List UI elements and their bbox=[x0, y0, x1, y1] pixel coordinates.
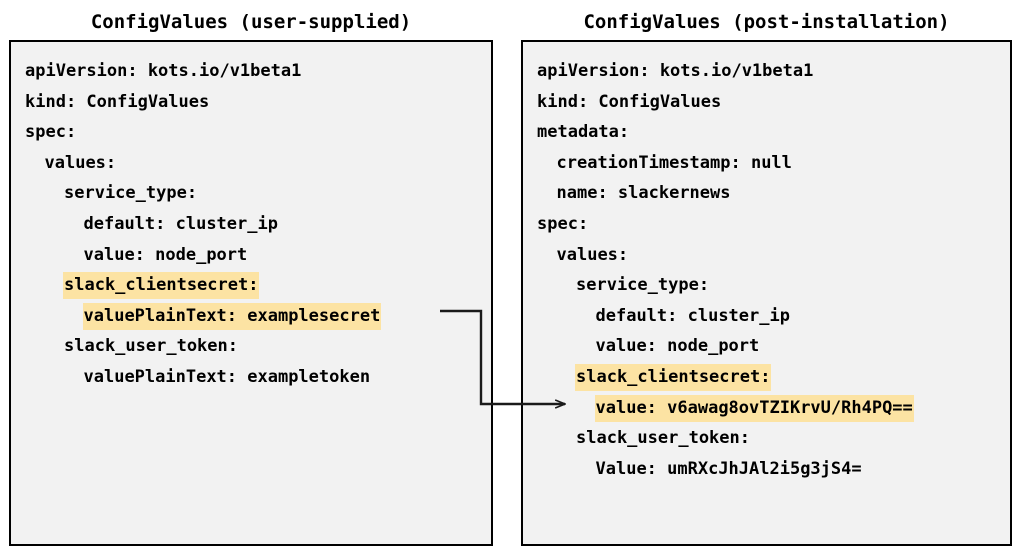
code-line: valuePlainText: examplesecret bbox=[11, 301, 491, 332]
code-line-text: values: bbox=[556, 244, 629, 265]
code-line-text: slack_clientsecret: bbox=[63, 272, 260, 300]
code-line: default: cluster_ip bbox=[11, 209, 491, 240]
panel-title-user-supplied: ConfigValues (user-supplied) bbox=[90, 11, 412, 33]
panel-title-post-installation: ConfigValues (post-installation) bbox=[583, 11, 950, 33]
config-values-post-installation-box: apiVersion: kots.io/v1beta1 kind: ConfigV… bbox=[521, 40, 1012, 546]
code-line: spec: bbox=[11, 117, 491, 148]
config-values-user-supplied-box: apiVersion: kots.io/v1beta1 kind: ConfigV… bbox=[9, 40, 493, 546]
code-line: slack_clientsecret: bbox=[523, 362, 1010, 393]
code-line-text: value: node_port bbox=[83, 244, 248, 265]
code-line: apiVersion: kots.io/v1beta1 bbox=[523, 56, 1010, 87]
code-line: value: v6awag8ovTZIKrvU/Rh4PQ== bbox=[523, 393, 1010, 424]
code-line: values: bbox=[11, 148, 491, 179]
code-line-text: spec: bbox=[537, 213, 589, 234]
code-line-text: value: node_port bbox=[595, 336, 760, 357]
code-line: kind: ConfigValues bbox=[523, 87, 1010, 118]
code-line-text: valuePlainText: examplesecret bbox=[82, 302, 382, 330]
code-line: values: bbox=[523, 240, 1010, 271]
code-line-text: name: slackernews bbox=[556, 183, 731, 204]
code-line-text: default: cluster_ip bbox=[595, 305, 790, 326]
code-line-text: service_type: bbox=[64, 183, 198, 204]
code-line: spec: bbox=[523, 209, 1010, 240]
code-line: apiVersion: kots.io/v1beta1 bbox=[11, 56, 491, 87]
code-line-text: Value: umRXcJhJAl2i5g3jS4= bbox=[595, 458, 862, 479]
code-line: default: cluster_ip bbox=[523, 301, 1010, 332]
code-line: value: node_port bbox=[11, 240, 491, 271]
code-line: Value: umRXcJhJAl2i5g3jS4= bbox=[523, 454, 1010, 485]
code-line-text: kind: ConfigValues bbox=[25, 91, 210, 112]
code-lines-post-installation: apiVersion: kots.io/v1beta1 kind: ConfigV… bbox=[523, 56, 1010, 484]
code-line: kind: ConfigValues bbox=[11, 87, 491, 118]
code-line: name: slackernews bbox=[523, 178, 1010, 209]
code-line-text: value: v6awag8ovTZIKrvU/Rh4PQ== bbox=[594, 394, 914, 422]
code-line-text: apiVersion: kots.io/v1beta1 bbox=[25, 61, 302, 81]
code-line: service_type: bbox=[11, 178, 491, 209]
code-line: service_type: bbox=[523, 270, 1010, 301]
code-line-text: values: bbox=[44, 152, 117, 173]
code-line: slack_user_token: bbox=[523, 423, 1010, 454]
code-line-text: slack_clientsecret: bbox=[575, 363, 772, 391]
code-line: value: node_port bbox=[523, 331, 1010, 362]
code-line-text: spec: bbox=[25, 122, 77, 143]
code-line: valuePlainText: exampletoken bbox=[11, 362, 491, 393]
code-line: slack_user_token: bbox=[11, 331, 491, 362]
code-line-text: service_type: bbox=[576, 275, 710, 296]
code-line: slack_clientsecret: bbox=[11, 270, 491, 301]
code-line-text: slack_user_token: bbox=[576, 428, 750, 449]
code-line-text: slack_user_token: bbox=[64, 336, 238, 357]
code-lines-user-supplied: apiVersion: kots.io/v1beta1 kind: ConfigV… bbox=[11, 56, 491, 393]
code-line-text: creationTimestamp: null bbox=[556, 152, 792, 173]
code-line-text: default: cluster_ip bbox=[83, 213, 278, 234]
code-line-text: metadata: bbox=[537, 122, 630, 143]
code-line-text: apiVersion: kots.io/v1beta1 bbox=[537, 61, 814, 81]
code-line-text: kind: ConfigValues bbox=[537, 91, 722, 112]
code-line-text: valuePlainText: exampletoken bbox=[83, 366, 371, 387]
code-line: metadata: bbox=[523, 117, 1010, 148]
code-line: creationTimestamp: null bbox=[523, 148, 1010, 179]
